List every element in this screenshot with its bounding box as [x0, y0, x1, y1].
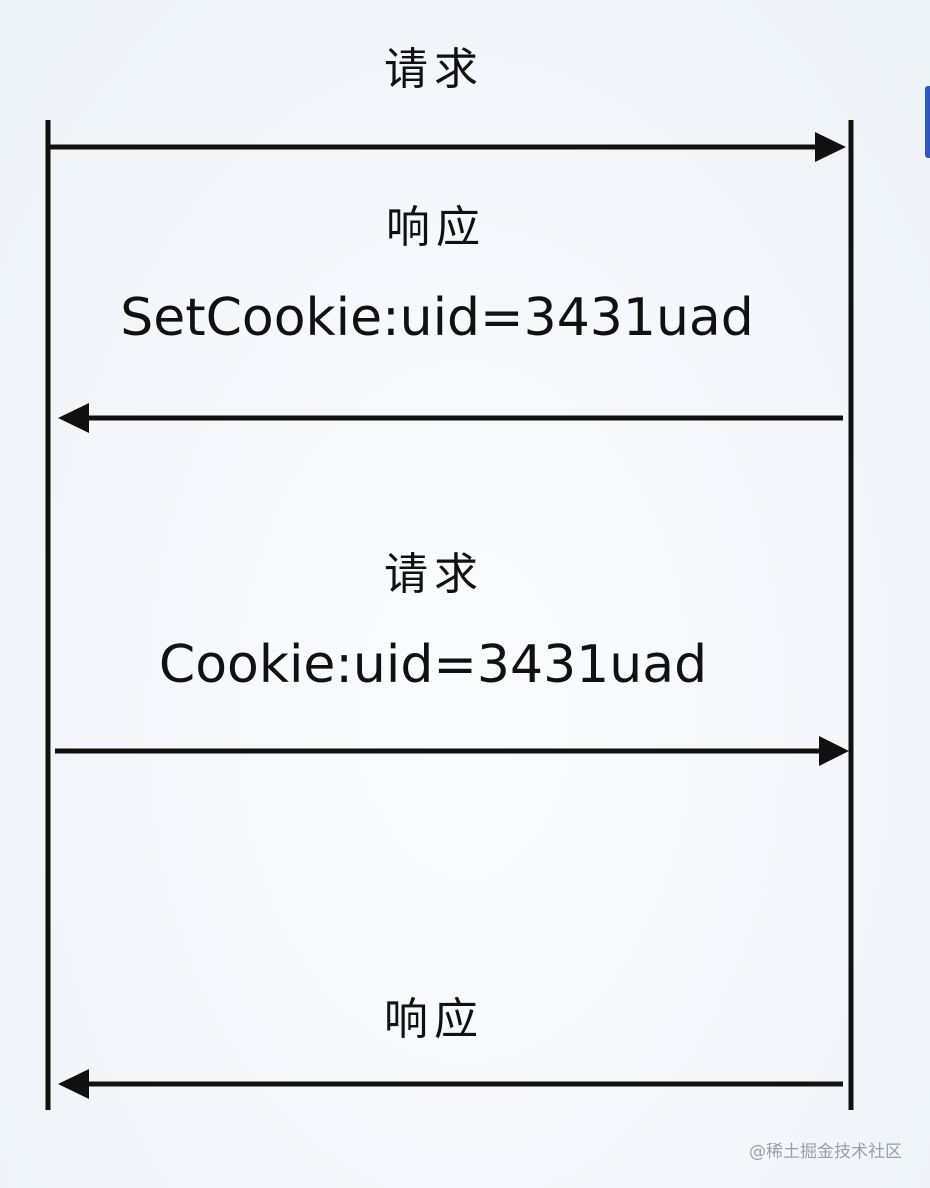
edge-accent-bar — [925, 86, 930, 158]
arrowhead-left-icon — [58, 1069, 89, 1099]
arrowhead-right-icon — [815, 132, 846, 162]
cookie-header: Cookie:uid=3431uad — [158, 635, 708, 695]
arrowhead-left-icon — [58, 403, 89, 433]
response-2-label: 响应 — [384, 994, 484, 1045]
request-1-label: 请求 — [384, 44, 484, 95]
arrow-response-2 — [58, 1069, 843, 1099]
arrow-request-1 — [48, 132, 846, 162]
arrow-request-2 — [55, 736, 849, 766]
watermark: @稀土掘金技术社区 — [749, 1142, 902, 1162]
set-cookie-header: SetCookie:uid=3431uad — [120, 288, 754, 348]
arrow-response-1 — [58, 403, 843, 433]
response-1-label: 响应 — [386, 202, 486, 253]
arrowhead-right-icon — [819, 736, 849, 766]
request-2-label: 请求 — [384, 549, 484, 600]
